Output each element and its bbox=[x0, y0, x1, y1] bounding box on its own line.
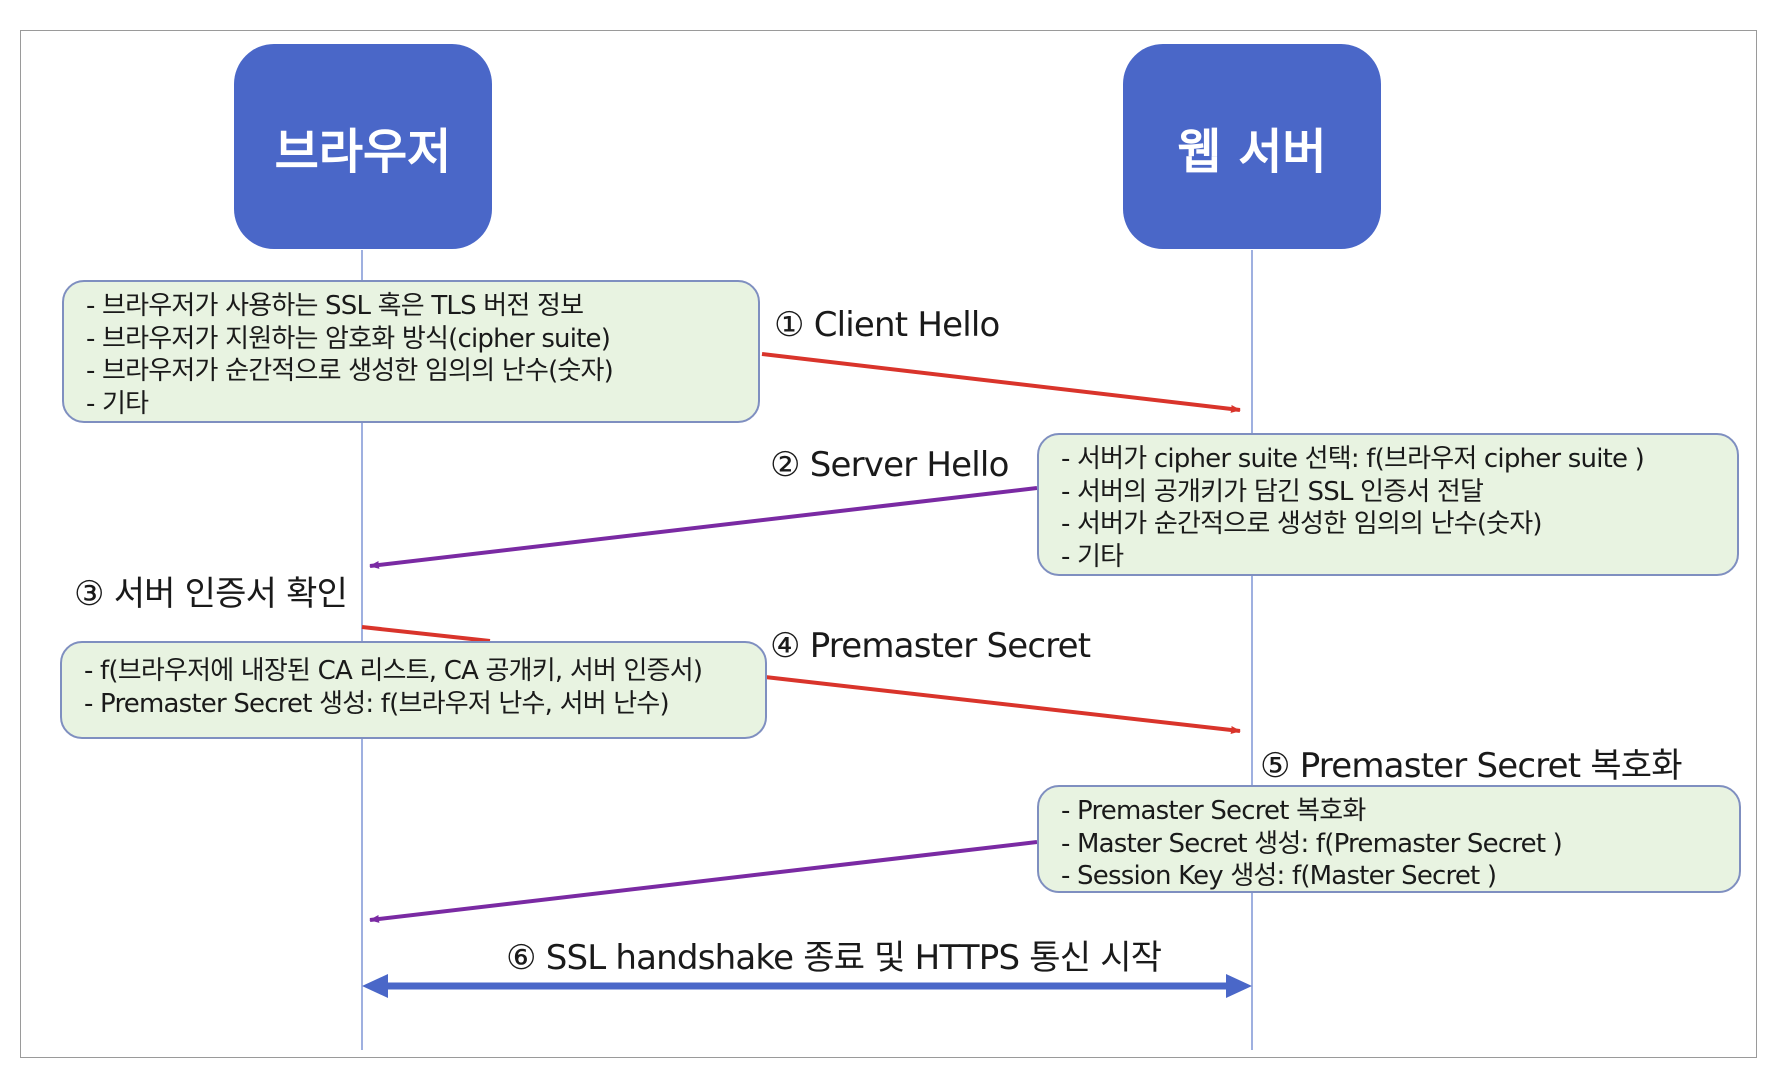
note-line: - 서버가 cipher suite 선택: f(브라우저 cipher sui… bbox=[1061, 444, 1645, 474]
diagram-frame bbox=[20, 30, 1757, 1058]
note-line: - f(브라우저에 내장된 CA 리스트, CA 공개키, 서버 인증서) bbox=[84, 656, 703, 686]
step-3-label: ③ 서버 인증서 확인 bbox=[74, 574, 348, 614]
note-line: - Session Key 생성: f(Master Secret ) bbox=[1061, 861, 1497, 891]
note-line: - 브라우저가 순간적으로 생성한 임의의 난수(숫자) bbox=[86, 356, 614, 386]
https-arrowhead-left bbox=[362, 974, 388, 998]
server-actor-label: 웹 서버 bbox=[1177, 123, 1327, 180]
browser-actor: 브라우저 bbox=[234, 44, 492, 249]
browser-actor-label: 브라우저 bbox=[274, 123, 452, 180]
note-line: - 브라우저가 사용하는 SSL 혹은 TLS 버전 정보 bbox=[86, 291, 584, 321]
note-line: - 서버의 공개키가 담긴 SSL 인증서 전달 bbox=[1061, 476, 1484, 507]
step-4-label: ④ Premaster Secret bbox=[770, 626, 1091, 666]
note-line: - 서버가 순간적으로 생성한 임의의 난수(숫자) bbox=[1061, 509, 1543, 539]
note-line: - Premaster Secret 복호화 bbox=[1061, 796, 1366, 826]
note-line: - 기타 bbox=[86, 388, 149, 419]
server-hello-arrow bbox=[369, 486, 1038, 569]
step-6-label: ⑥ SSL handshake 종료 및 HTTPS 통신 시작 bbox=[506, 938, 1162, 978]
server-hello-note: - 서버가 cipher suite 선택: f(브라우저 cipher sui… bbox=[1037, 433, 1739, 576]
note-line: - Master Secret 생성: f(Premaster Secret ) bbox=[1061, 828, 1563, 859]
note-line: - Premaster Secret 생성: f(브라우저 난수, 서버 난수) bbox=[84, 688, 670, 719]
premaster-arrow-start bbox=[361, 625, 491, 643]
step-2-label: ② Server Hello bbox=[770, 445, 1009, 485]
premaster-arrow bbox=[764, 675, 1241, 734]
https-arrowhead-right bbox=[1226, 974, 1252, 998]
premaster-note: - f(브라우저에 내장된 CA 리스트, CA 공개키, 서버 인증서) - … bbox=[60, 641, 767, 739]
client-hello-arrow bbox=[761, 352, 1241, 413]
note-line: - 기타 bbox=[1061, 541, 1124, 572]
decrypt-note: - Premaster Secret 복호화 - Master Secret 생… bbox=[1037, 785, 1741, 893]
step-1-label: ① Client Hello bbox=[774, 305, 1000, 345]
step-5-label: ⑤ Premaster Secret 복호화 bbox=[1260, 746, 1683, 786]
session-key-arrow bbox=[369, 840, 1038, 923]
server-actor: 웹 서버 bbox=[1123, 44, 1381, 249]
client-hello-note: - 브라우저가 사용하는 SSL 혹은 TLS 버전 정보 - 브라우저가 지원… bbox=[62, 280, 760, 423]
note-line: - 브라우저가 지원하는 암호화 방식(cipher suite) bbox=[86, 323, 611, 354]
